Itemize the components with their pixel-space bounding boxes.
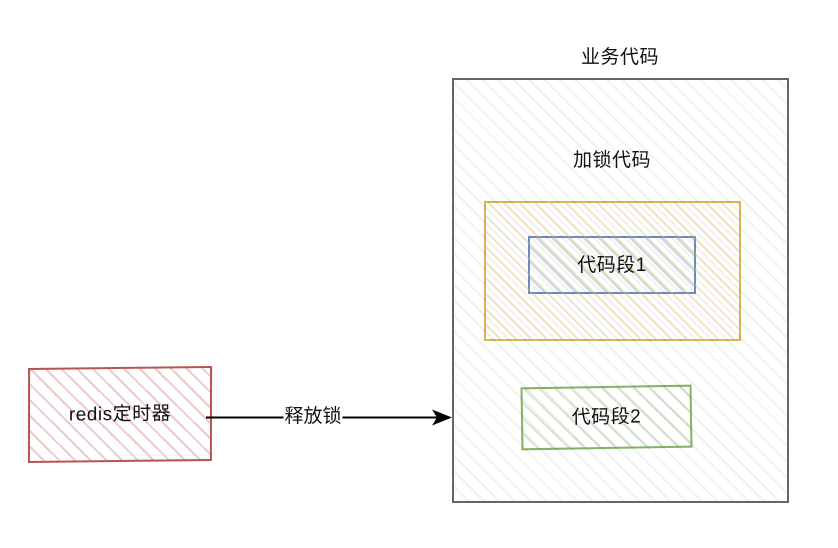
redis-timer-label: redis定时器	[68, 403, 172, 426]
release-lock-label: 释放锁	[283, 406, 343, 427]
arrow-head	[432, 409, 452, 426]
code-segment-1-box[interactable]: 代码段1	[528, 236, 696, 294]
code-segment-2-label: 代码段2	[571, 406, 642, 429]
code-segment-2-box[interactable]: 代码段2	[520, 384, 693, 451]
redis-timer-box[interactable]: redis定时器	[27, 366, 213, 463]
business-code-title: 业务代码	[580, 47, 660, 68]
lock-code-title: 加锁代码	[572, 150, 652, 171]
code-segment-1-label: 代码段1	[577, 254, 647, 276]
